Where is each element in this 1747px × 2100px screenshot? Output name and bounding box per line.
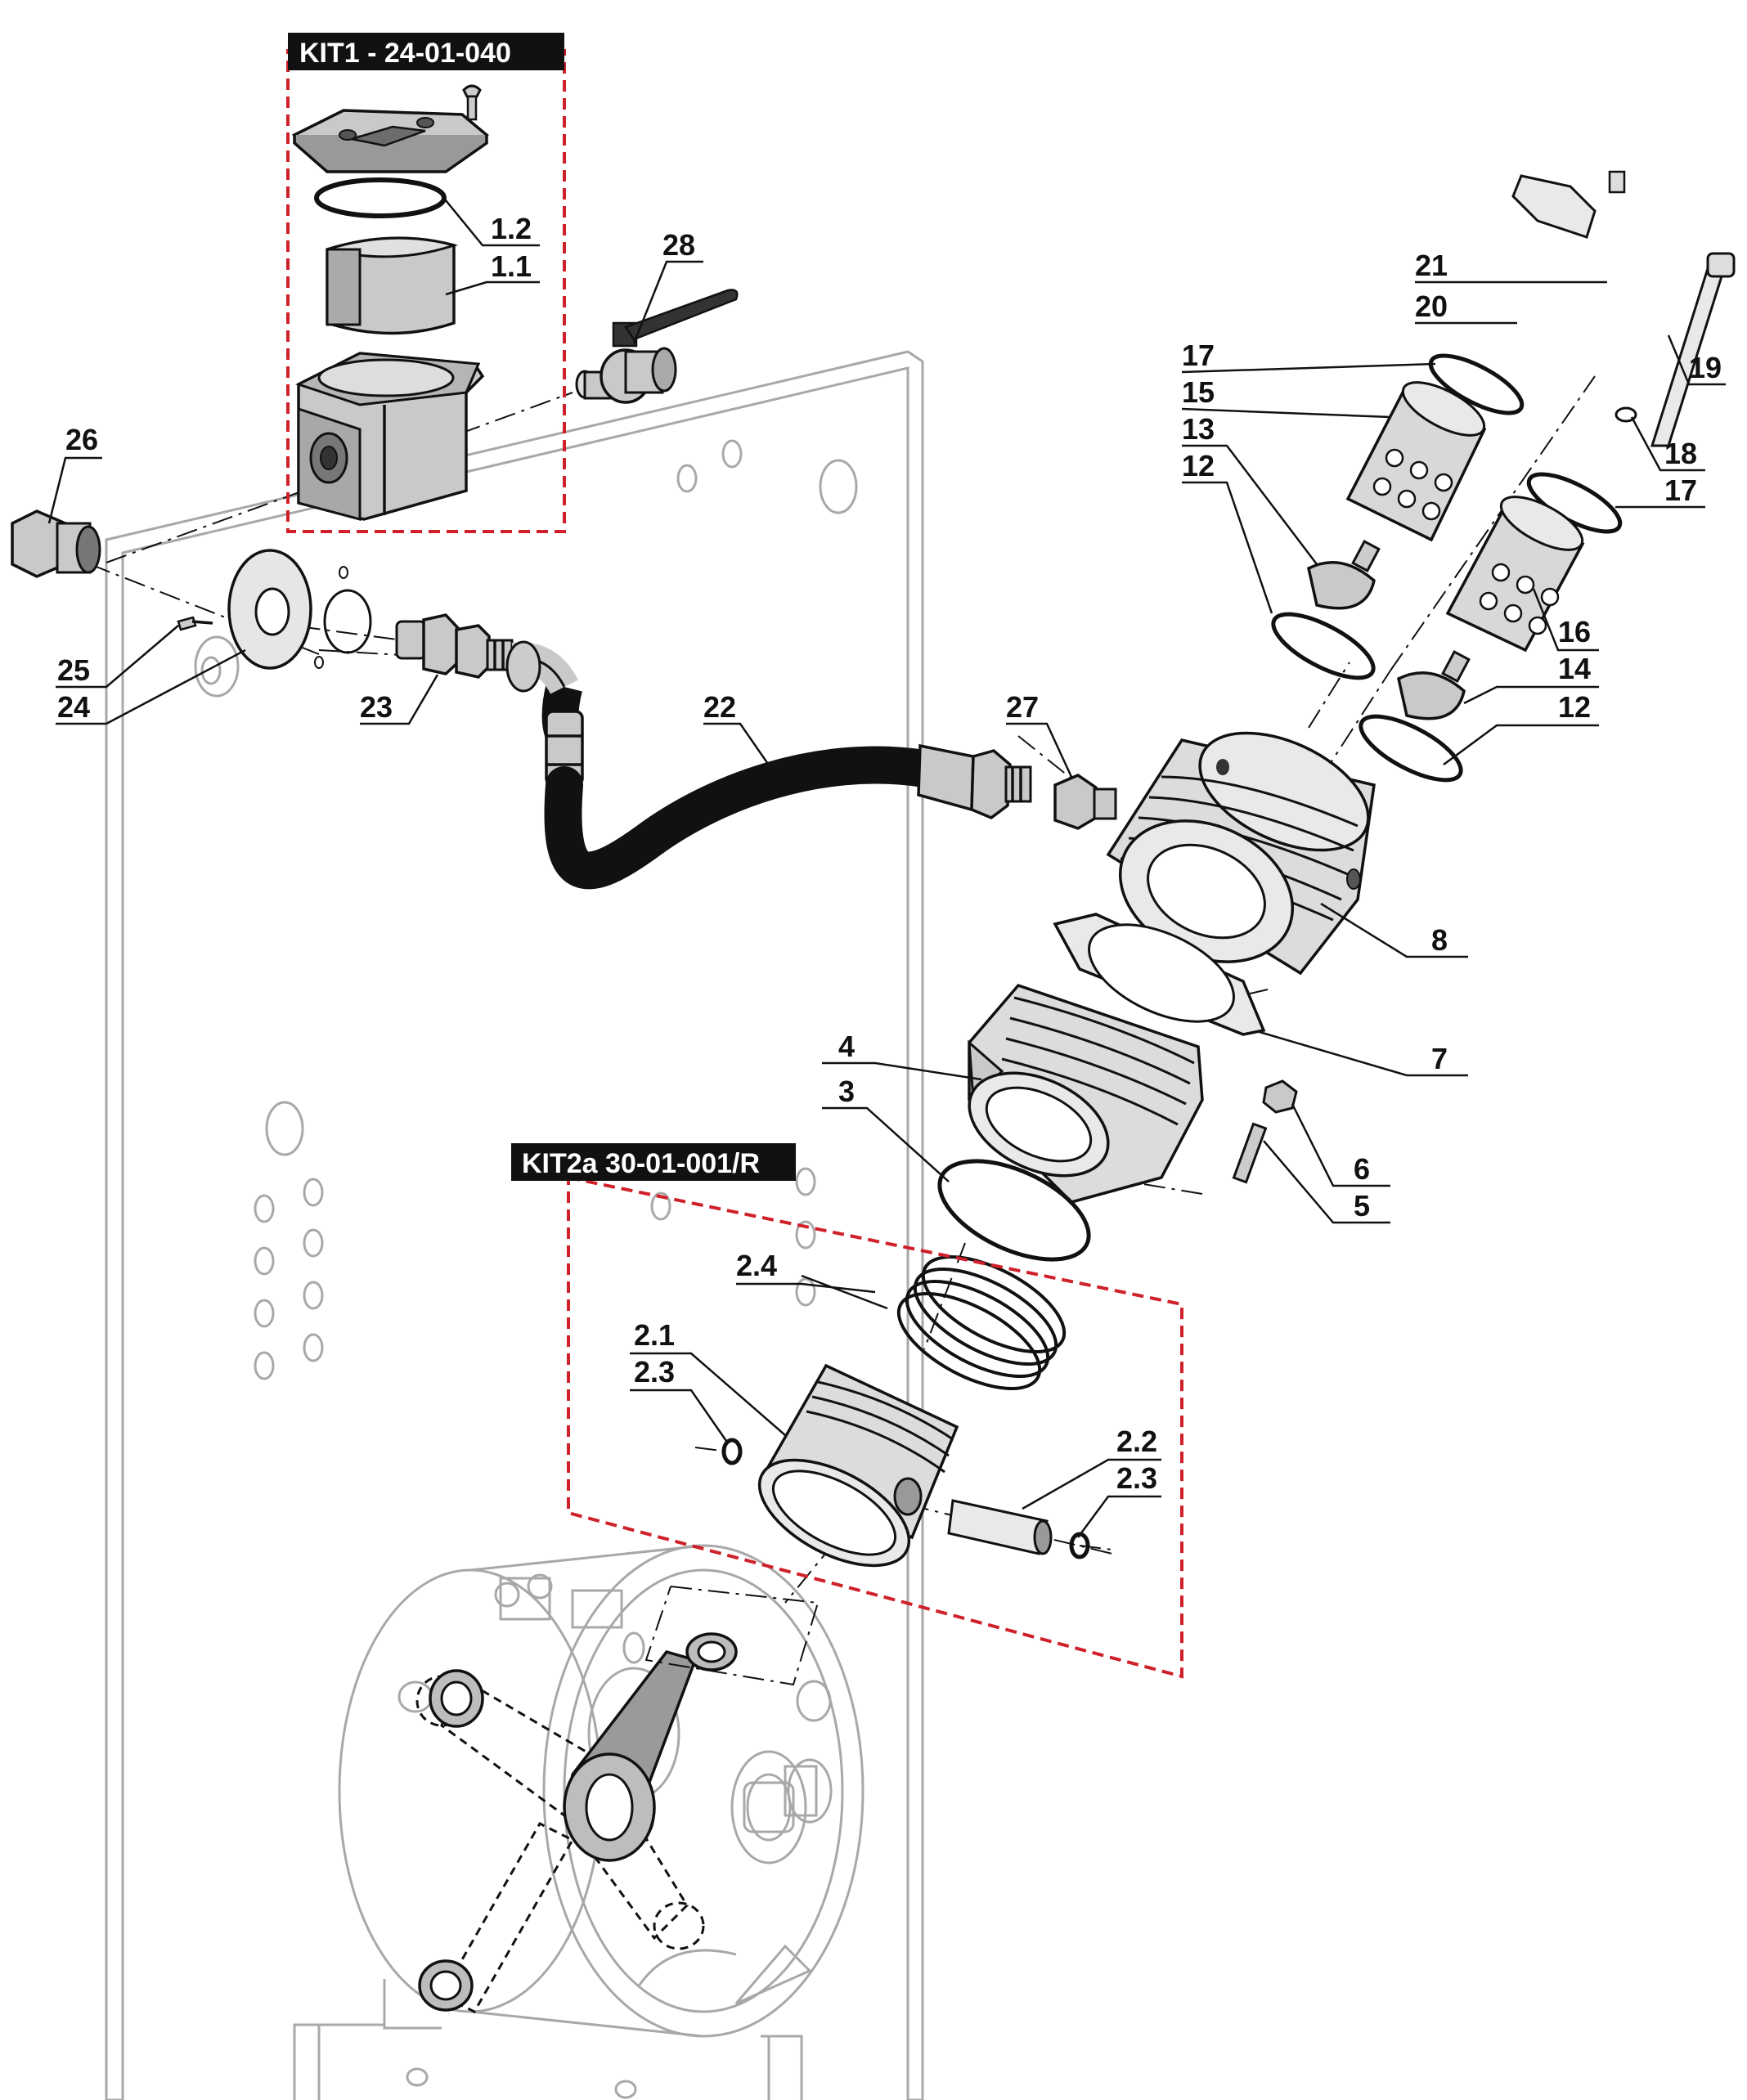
callout-2-3b: 2.3 xyxy=(1116,1461,1157,1495)
kit1-label: KIT1 - 24-01-040 xyxy=(299,38,511,69)
valve-assemblies xyxy=(1271,170,1736,783)
callout-20: 20 xyxy=(1415,289,1448,323)
callout-1-1: 1.1 xyxy=(491,249,532,283)
callout-1-2: 1.2 xyxy=(491,212,532,245)
callout-17a: 17 xyxy=(1182,339,1215,372)
cylinder-4 xyxy=(968,983,1204,1204)
flange-24 xyxy=(177,549,372,670)
callout-12a: 12 xyxy=(1182,449,1215,482)
connecting-rods xyxy=(415,1632,738,2013)
callout-6: 6 xyxy=(1354,1152,1370,1186)
callout-22: 22 xyxy=(703,690,736,724)
callout-8: 8 xyxy=(1431,923,1448,957)
callout-17b: 17 xyxy=(1664,473,1697,507)
callout-23: 23 xyxy=(360,690,393,724)
callout-27: 27 xyxy=(1006,690,1039,724)
cylinder-head-8 xyxy=(1106,731,1376,976)
kit2a-label: KIT2a 30-01-001/R xyxy=(522,1148,760,1179)
callout-7: 7 xyxy=(1431,1042,1448,1075)
kit1-box: KIT1 - 24-01-040 xyxy=(286,33,566,533)
callout-18: 18 xyxy=(1664,437,1697,470)
callout-26: 26 xyxy=(65,423,98,456)
callout-12b: 12 xyxy=(1558,690,1591,724)
ball-valve-28 xyxy=(575,289,739,404)
gasket-7 xyxy=(1053,913,1266,1036)
callout-28: 28 xyxy=(662,228,695,262)
callout-24: 24 xyxy=(57,690,90,724)
callout-19: 19 xyxy=(1689,351,1722,384)
kit2a-parts xyxy=(721,1254,1090,1568)
kit1-parts xyxy=(291,84,489,521)
fitting-26 xyxy=(11,509,101,578)
callout-16: 16 xyxy=(1558,615,1591,648)
callout-13: 13 xyxy=(1182,412,1215,446)
callout-2-4: 2.4 xyxy=(736,1249,777,1282)
callout-2-1: 2.1 xyxy=(634,1318,675,1352)
hose-22 xyxy=(505,640,1032,890)
callout-4: 4 xyxy=(838,1030,855,1063)
callout-25: 25 xyxy=(57,653,90,687)
callout-15: 15 xyxy=(1182,375,1215,409)
kit2a-box: KIT2a 30-01-001/R xyxy=(511,1143,1183,1679)
fitting-27 xyxy=(1053,774,1117,830)
callout-2-2: 2.2 xyxy=(1116,1425,1157,1458)
background-frame xyxy=(105,350,924,2100)
callout-21: 21 xyxy=(1415,249,1448,282)
callouts: 1.2 1.1 28 26 25 24 23 22 27 21 20 19 17… xyxy=(47,200,1726,1538)
callout-14: 14 xyxy=(1558,652,1591,685)
callout-2-3a: 2.3 xyxy=(634,1355,675,1389)
callout-5: 5 xyxy=(1354,1189,1370,1223)
callout-3: 3 xyxy=(838,1075,855,1108)
fittings-23 xyxy=(395,613,514,679)
stud-5-nut-6 xyxy=(1232,1079,1298,1184)
